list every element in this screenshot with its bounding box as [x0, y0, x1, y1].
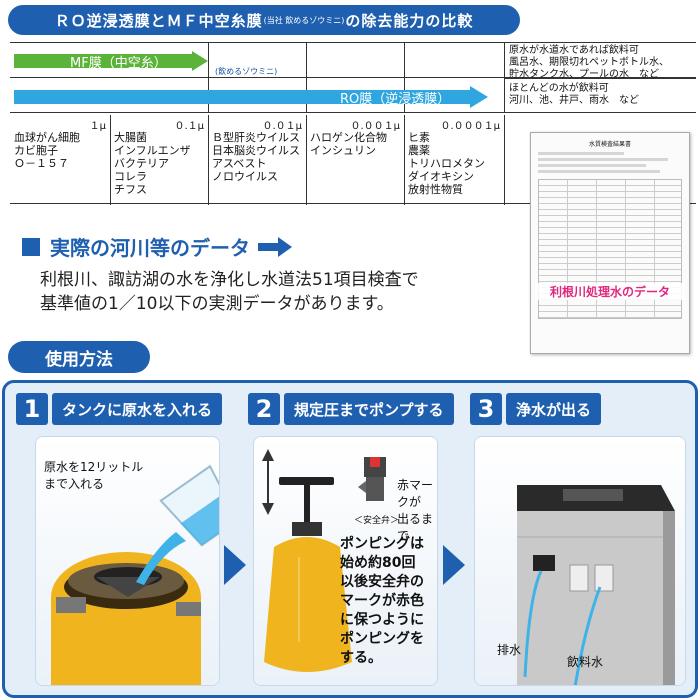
ro-row [10, 78, 696, 113]
note-line: 原水が水道水であれば飲料可 [509, 45, 639, 56]
safety-valve-label: ＜安全弁＞ [354, 516, 400, 526]
size-label: ０.１μ [174, 121, 204, 132]
step-number: 3 [470, 393, 502, 425]
step-1-instruction: 原水を12リットル まで入れる [44, 460, 144, 491]
divider [404, 115, 405, 205]
size-label: ０.０１μ [262, 121, 302, 132]
river-heading: 実際の河川等のデータ [22, 232, 292, 261]
size-label: ０.００１μ [350, 121, 400, 132]
items-list: ヒ素 農薬 トリハロメタン ダイオキシン 放射性物質 [408, 131, 485, 196]
arrow-right-icon [258, 236, 292, 257]
square-icon [22, 237, 40, 256]
title-suffix: の除去能力の比較 [345, 11, 474, 30]
step-1-header: 1 タンクに原水を入れる [16, 393, 223, 425]
step-2-header: 2 規定圧までポンプする [248, 393, 454, 425]
drinking-water-label: 飲料水 [567, 655, 604, 669]
step-3-panel: 排水 飲料水 [474, 436, 686, 686]
divider [208, 115, 209, 205]
step-2-instruction: ポンピングは 始め約80回 以後安全弁の マークが赤色 に保つように ポンピング… [340, 536, 424, 666]
comparison-title: ＲＯ逆浸透膜とＭＦ中空糸膜 (当社 飲めるゾウミニ) の除去能力の比較 [8, 5, 520, 35]
step-label: タンクに原水を入れる [52, 393, 223, 425]
note-line: 貯水タンク水、プールの水 など [509, 69, 659, 80]
next-arrow-icon [443, 545, 465, 585]
note-line: ほとんどの水が飲料可 [509, 83, 609, 94]
divider [208, 43, 209, 113]
river-description: 利根川、諏訪湖の水を浄化し水道法51項目検査で 基準値の1／10以下の実測データ… [40, 268, 419, 316]
divider [404, 43, 405, 113]
river-heading-text: 実際の河川等のデータ [50, 236, 250, 260]
size-label: ０.０００１μ [440, 121, 500, 132]
divider [306, 43, 307, 113]
step-label: 規定圧までポンプする [284, 393, 454, 425]
mf-label: MF膜（中空糸） [70, 56, 167, 71]
title-main: ＲＯ逆浸透膜とＭＦ中空糸膜 [54, 11, 263, 30]
divider [306, 115, 307, 205]
step-1-panel: 原水を12リットル まで入れる [35, 436, 220, 686]
items-list: Ｂ型肝炎ウイルス 日本脳炎ウイルス アスベスト ノロウイルス [212, 131, 300, 183]
usage-notes: 原水が水道水であれば飲料可風呂水、期限切れペットボトル水、貯水タンク水、プールの… [504, 43, 696, 113]
step-label: 浄水が出る [506, 393, 602, 425]
report-title: 水質検査結果書 [588, 141, 631, 148]
divider [504, 115, 505, 205]
items-list: 大腸菌 インフルエンザ バクテリア コレラ チフス [114, 131, 191, 196]
river-line-1: 利根川、諏訪湖の水を浄化し水道法51項目検査で [40, 270, 419, 290]
mf-arrow [14, 51, 208, 71]
test-report-thumbnail: 水質検査結果書 利根川処理水のデータ [530, 132, 690, 354]
divider [110, 115, 111, 205]
divider [505, 78, 696, 79]
yume-label: (飲めるゾウミニ) [215, 67, 278, 76]
tank-fill-illustration [51, 464, 219, 685]
note-line: 風呂水、期限切れペットボトル水、 [509, 57, 669, 68]
size-label: １μ [89, 121, 106, 132]
ro-arrow [14, 86, 488, 108]
note-line: 河川、池、井戸、雨水 など [509, 95, 639, 106]
next-arrow-icon [224, 545, 246, 585]
step-2-panel: 赤マークが 出るまで ＜安全弁＞ ポンピングは 始め約80回 以後安全弁の マー… [253, 436, 438, 686]
red-marker-note: 赤マークが 出るまで [397, 478, 434, 543]
step-3-header: 3 浄水が出る [470, 393, 602, 425]
report-label: 利根川処理水のデータ [535, 283, 685, 300]
drain-label: 排水 [497, 643, 522, 657]
items-list: 血球がん細胞 カビ胞子 Ｏ－１５７ [14, 131, 80, 170]
mf-row [10, 43, 696, 78]
step-number: 1 [16, 393, 48, 425]
title-note: (当社 飲めるゾウミニ) [263, 15, 345, 25]
mf-note: 原水が水道水であれば飲料可風呂水、期限切れペットボトル水、貯水タンク水、プールの… [509, 45, 669, 81]
items-list: ハロゲン化合物 インシュリン [310, 131, 387, 157]
step-number: 2 [248, 393, 280, 425]
purifier-illustration [517, 485, 675, 685]
river-line-2: 基準値の1／10以下の実測データがあります。 [40, 294, 394, 314]
ro-label: RO膜（逆浸透膜） [340, 92, 451, 107]
pump-illustration [262, 449, 386, 672]
ro-note: ほとんどの水が飲料可河川、池、井戸、雨水 など [509, 83, 639, 107]
usage-heading: 使用方法 [8, 341, 150, 373]
report-lines [538, 152, 682, 173]
comparison-table: MF膜（中空糸） (飲めるゾウミニ) RO膜（逆浸透膜） 原水が水道水であれば飲… [10, 42, 696, 205]
